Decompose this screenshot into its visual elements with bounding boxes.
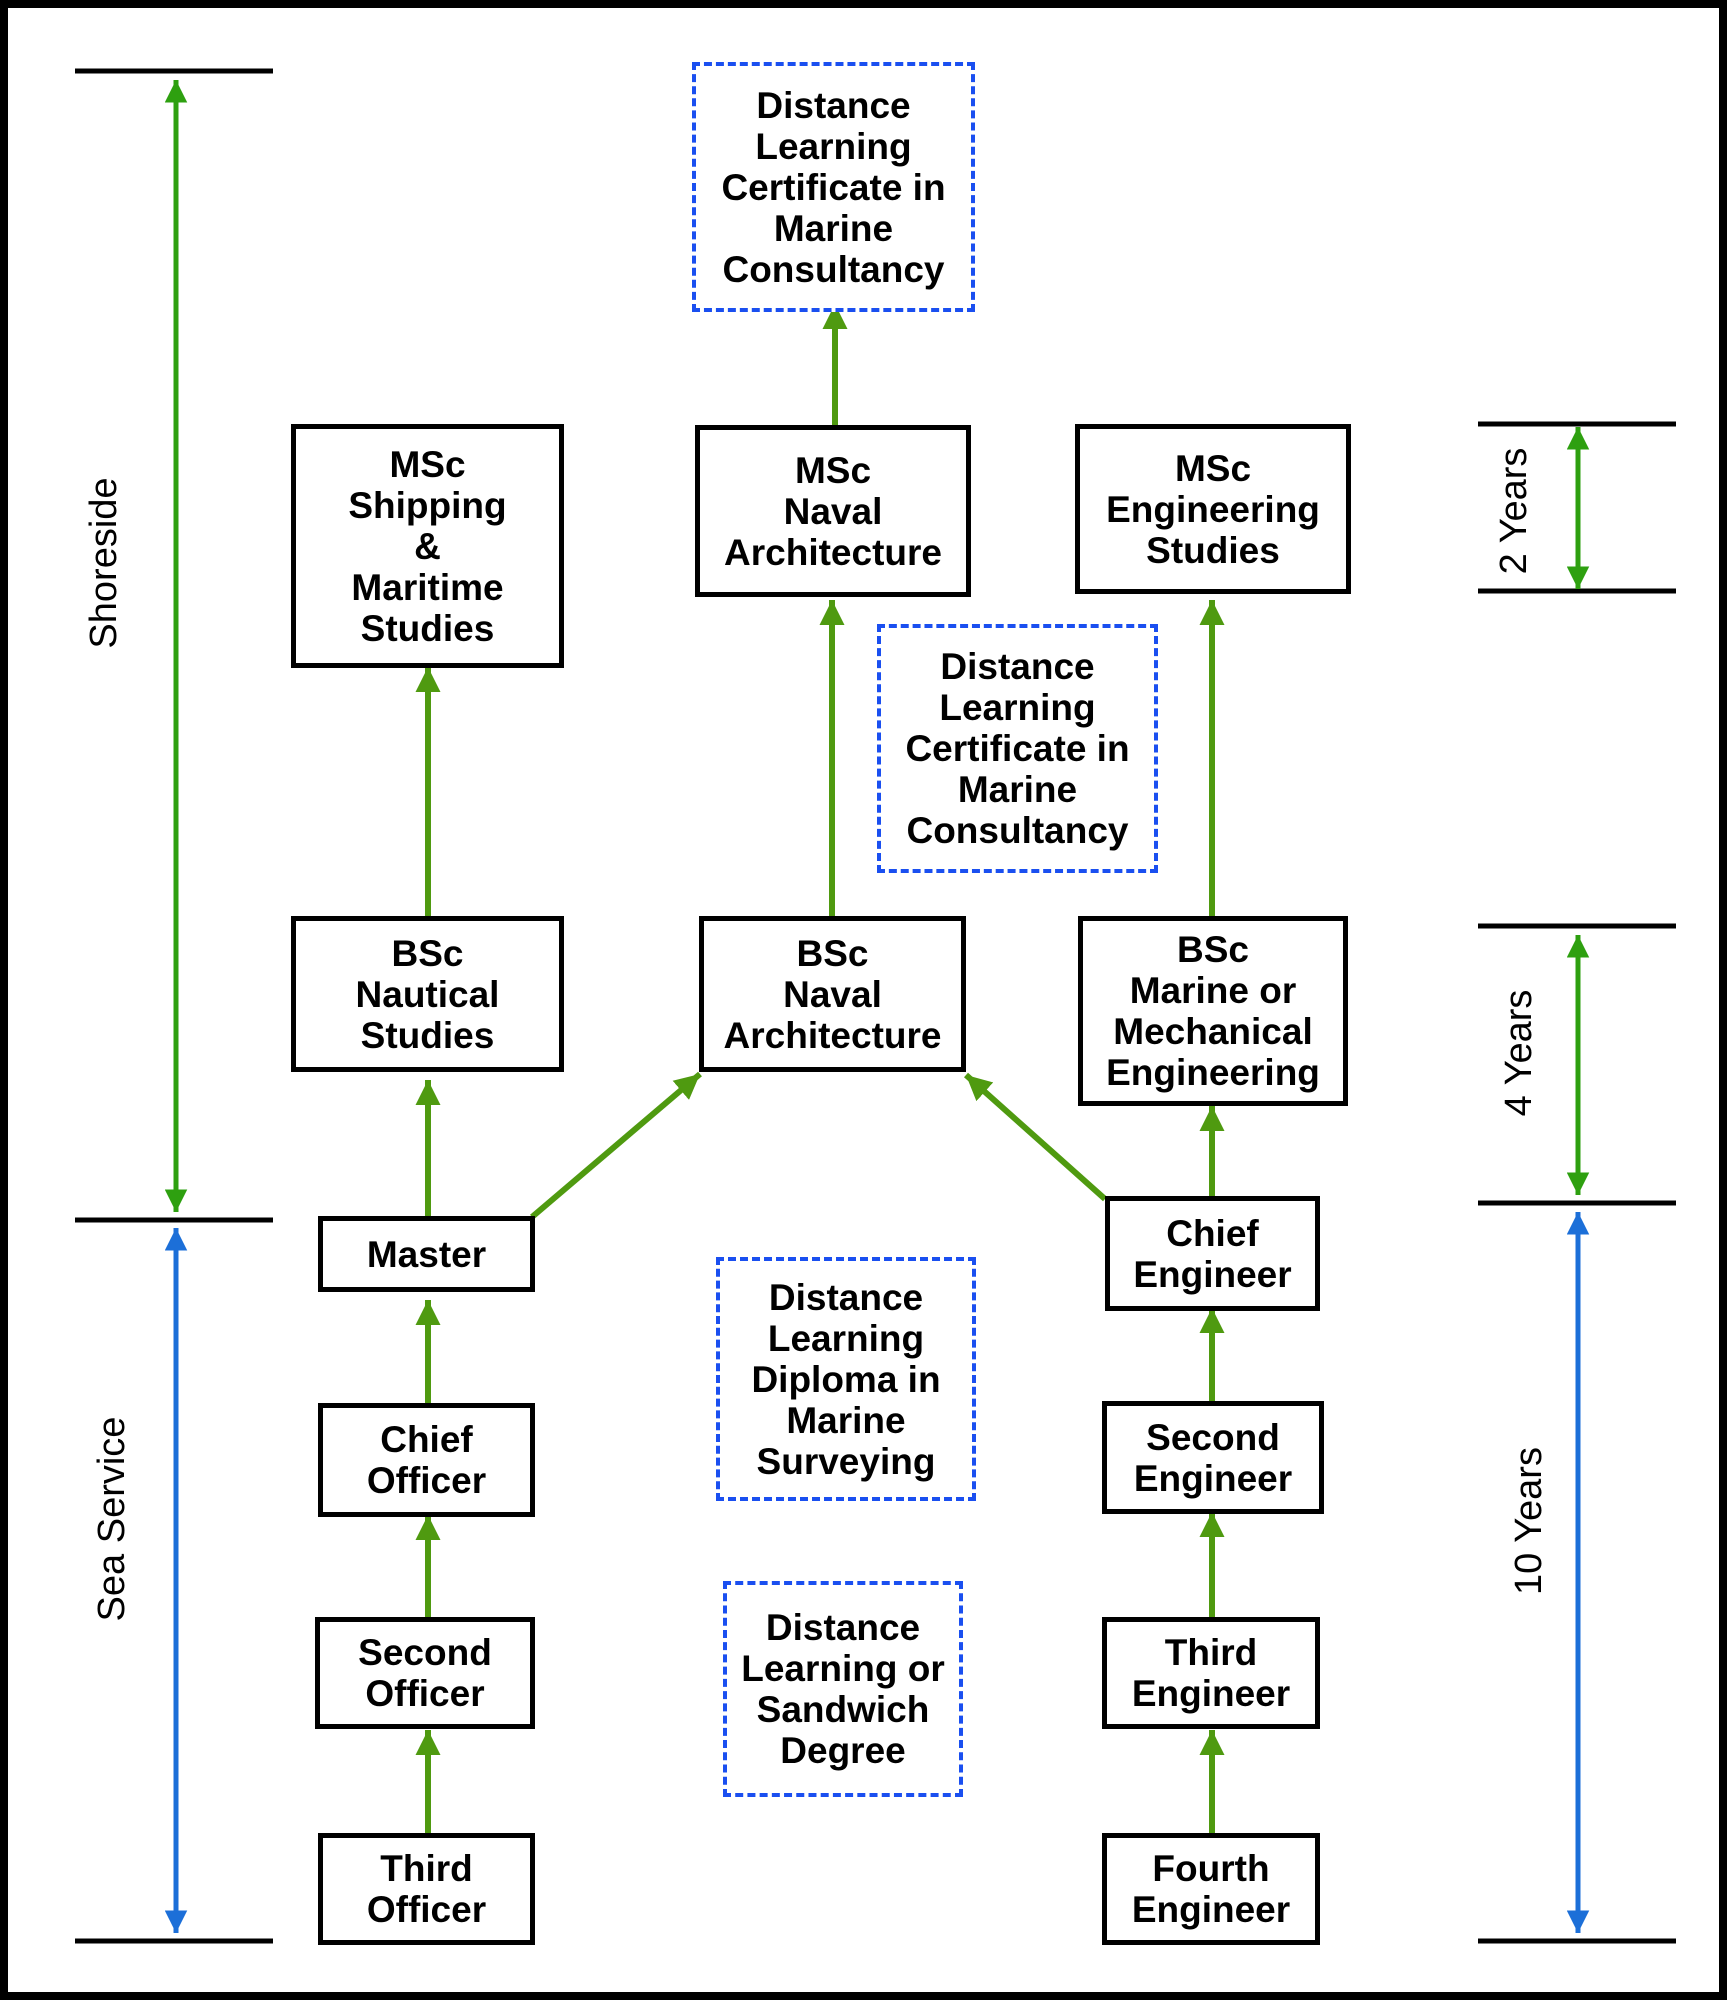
msc-naval-architecture-box: MSc Naval Architecture (695, 425, 971, 597)
bsc-marine-mechanical-box: BSc Marine or Mechanical Engineering (1078, 916, 1348, 1106)
msc-engineering-studies-box: MSc Engineering Studies (1075, 424, 1351, 594)
second-officer-box: Second Officer (315, 1617, 535, 1729)
dl-diploma-surveying-box: Distance Learning Diploma in Marine Surv… (716, 1257, 976, 1501)
arrow-master-to-bsc-naval (530, 1071, 702, 1220)
third-engineer-box: Third Engineer (1102, 1617, 1320, 1729)
chief-officer-box: Chief Officer (318, 1403, 535, 1517)
dl-certificate-mid-box: Distance Learning Certificate in Marine … (877, 624, 1158, 873)
fourth-engineer-box: Fourth Engineer (1102, 1833, 1320, 1945)
third-officer-box: Third Officer (318, 1833, 535, 1945)
second-engineer-box: Second Engineer (1102, 1401, 1324, 1514)
two-years-label: 2 Years (1493, 447, 1535, 575)
bsc-naval-architecture-box: BSc Naval Architecture (699, 916, 966, 1072)
shoreside-label: Shoreside (83, 477, 125, 649)
chief-engineer-box: Chief Engineer (1105, 1196, 1320, 1311)
dl-sandwich-degree-box: Distance Learning or Sandwich Degree (723, 1581, 963, 1797)
dl-certificate-top-box: Distance Learning Certificate in Marine … (692, 62, 975, 312)
msc-shipping-maritime-box: MSc Shipping & Maritime Studies (291, 424, 564, 668)
four-years-label: 4 Years (1498, 989, 1540, 1117)
arrow-chief-engineer-to-bsc-naval (964, 1072, 1107, 1202)
bsc-nautical-studies-box: BSc Nautical Studies (291, 916, 564, 1072)
master-box: Master (318, 1216, 535, 1292)
sea-service-label: Sea Service (91, 1416, 133, 1622)
ten-years-label: 10 Years (1508, 1447, 1550, 1595)
